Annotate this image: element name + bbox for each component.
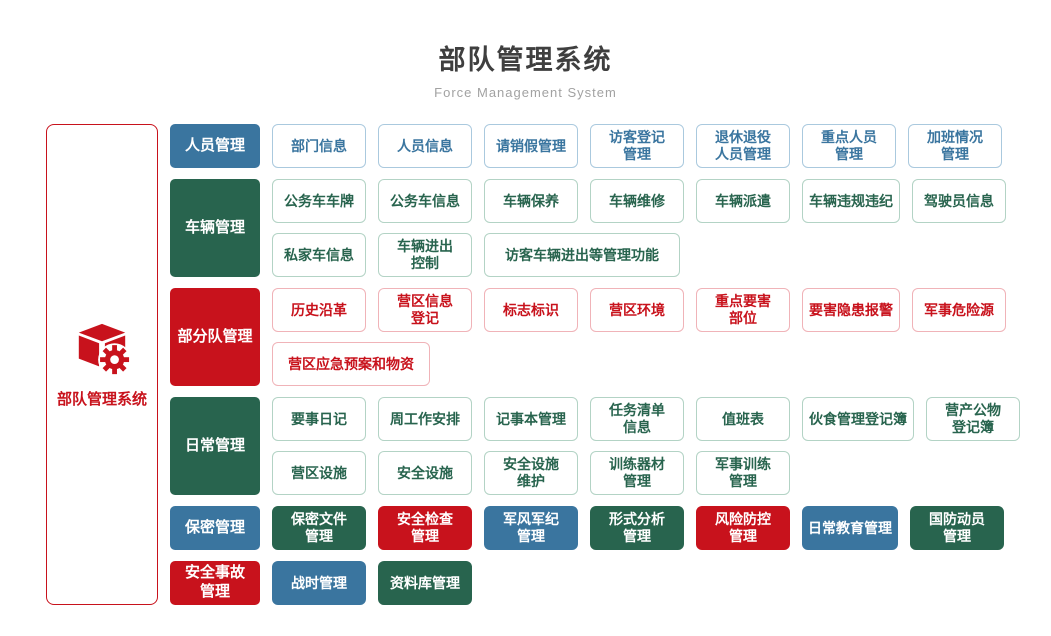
- category-subunit[interactable]: 部分队管理: [170, 288, 260, 386]
- module-box[interactable]: 军事危险源: [912, 288, 1006, 332]
- cube-gear-icon: [78, 323, 131, 377]
- module-box[interactable]: 安全设施 维护: [484, 451, 578, 495]
- module-box[interactable]: 安全设施: [378, 451, 472, 495]
- module-box[interactable]: 重点人员 管理: [802, 124, 896, 168]
- module-box[interactable]: 车辆派遣: [696, 179, 790, 223]
- module-button-wartime[interactable]: 战时管理: [272, 561, 366, 605]
- category-personnel[interactable]: 人员管理: [170, 124, 260, 168]
- module-box[interactable]: 伙食管理登记簿: [802, 397, 914, 441]
- module-box[interactable]: 人员信息: [378, 124, 472, 168]
- module-button[interactable]: 军风军纪 管理: [484, 506, 578, 550]
- module-box[interactable]: 车辆违规违纪: [802, 179, 900, 223]
- module-box[interactable]: 记事本管理: [484, 397, 578, 441]
- module-box[interactable]: 车辆保养: [484, 179, 578, 223]
- category-vehicle[interactable]: 车辆管理: [170, 179, 260, 277]
- module-box[interactable]: 营区信息 登记: [378, 288, 472, 332]
- module-box[interactable]: 营产公物 登记簿: [926, 397, 1020, 441]
- module-box[interactable]: 访客车辆进出等管理功能: [484, 233, 680, 277]
- module-box[interactable]: 公务车信息: [378, 179, 472, 223]
- module-box[interactable]: 训练器材 管理: [590, 451, 684, 495]
- section-secrecy: 保密管理 保密文件 管理 安全检查 管理 军风军纪 管理 形式分析 管理 风险防…: [170, 506, 1020, 550]
- system-diagram: 部队管理系统 人员管理 部门信息 人员信息 请销假管理 访客登记 管理 退休退役…: [46, 124, 1051, 605]
- module-box[interactable]: 车辆进出 控制: [378, 233, 472, 277]
- module-box[interactable]: 营区应急预案和物资: [272, 342, 430, 386]
- module-box[interactable]: 值班表: [696, 397, 790, 441]
- module-box[interactable]: 标志标识: [484, 288, 578, 332]
- module-box[interactable]: 军事训练 管理: [696, 451, 790, 495]
- module-box[interactable]: 公务车车牌: [272, 179, 366, 223]
- page-header: 部队管理系统 Force Management System: [0, 0, 1051, 100]
- root-label: 部队管理系统: [56, 391, 147, 408]
- module-box[interactable]: 请销假管理: [484, 124, 578, 168]
- module-button[interactable]: 形式分析 管理: [590, 506, 684, 550]
- modules-column: 人员管理 部门信息 人员信息 请销假管理 访客登记 管理 退休退役 人员管理 重…: [170, 124, 1020, 605]
- module-box[interactable]: 私家车信息: [272, 233, 366, 277]
- module-box[interactable]: 访客登记 管理: [590, 124, 684, 168]
- module-box[interactable]: 历史沿革: [272, 288, 366, 332]
- section-vehicle: 车辆管理 公务车车牌 公务车信息 车辆保养 车辆维修 车辆派遣 车辆违规违纪 驾…: [170, 179, 1020, 277]
- section-footer: 安全事故 管理 战时管理 资料库管理: [170, 561, 1020, 605]
- section-personnel: 人员管理 部门信息 人员信息 请销假管理 访客登记 管理 退休退役 人员管理 重…: [170, 124, 1020, 168]
- module-box[interactable]: 任务清单 信息: [590, 397, 684, 441]
- module-box[interactable]: 车辆维修: [590, 179, 684, 223]
- module-button-safety-accident[interactable]: 安全事故 管理: [170, 561, 260, 605]
- module-box[interactable]: 营区环境: [590, 288, 684, 332]
- category-daily[interactable]: 日常管理: [170, 397, 260, 495]
- section-daily: 日常管理 要事日记 周工作安排 记事本管理 任务清单 信息 值班表 伙食管理登记…: [170, 397, 1020, 495]
- module-box[interactable]: 要事日记: [272, 397, 366, 441]
- module-box[interactable]: 营区设施: [272, 451, 366, 495]
- module-button[interactable]: 日常教育管理: [802, 506, 898, 550]
- module-box[interactable]: 要害隐患报警: [802, 288, 900, 332]
- root-node[interactable]: 部队管理系统: [46, 124, 158, 605]
- module-box[interactable]: 退休退役 人员管理: [696, 124, 790, 168]
- module-box[interactable]: 加班情况 管理: [908, 124, 1002, 168]
- module-box[interactable]: 部门信息: [272, 124, 366, 168]
- module-button[interactable]: 风险防控 管理: [696, 506, 790, 550]
- page-subtitle: Force Management System: [434, 85, 617, 100]
- page-title: 部队管理系统: [438, 45, 613, 75]
- module-box[interactable]: 驾驶员信息: [912, 179, 1006, 223]
- module-box[interactable]: 周工作安排: [378, 397, 472, 441]
- module-button-archive[interactable]: 资料库管理: [378, 561, 472, 605]
- category-secrecy[interactable]: 保密管理: [170, 506, 260, 550]
- module-button[interactable]: 安全检查 管理: [378, 506, 472, 550]
- module-button[interactable]: 国防动员 管理: [910, 506, 1004, 550]
- module-box[interactable]: 重点要害 部位: [696, 288, 790, 332]
- module-button[interactable]: 保密文件 管理: [272, 506, 366, 550]
- section-subunit: 部分队管理 历史沿革 营区信息 登记 标志标识 营区环境 重点要害 部位 要害隐…: [170, 288, 1020, 386]
